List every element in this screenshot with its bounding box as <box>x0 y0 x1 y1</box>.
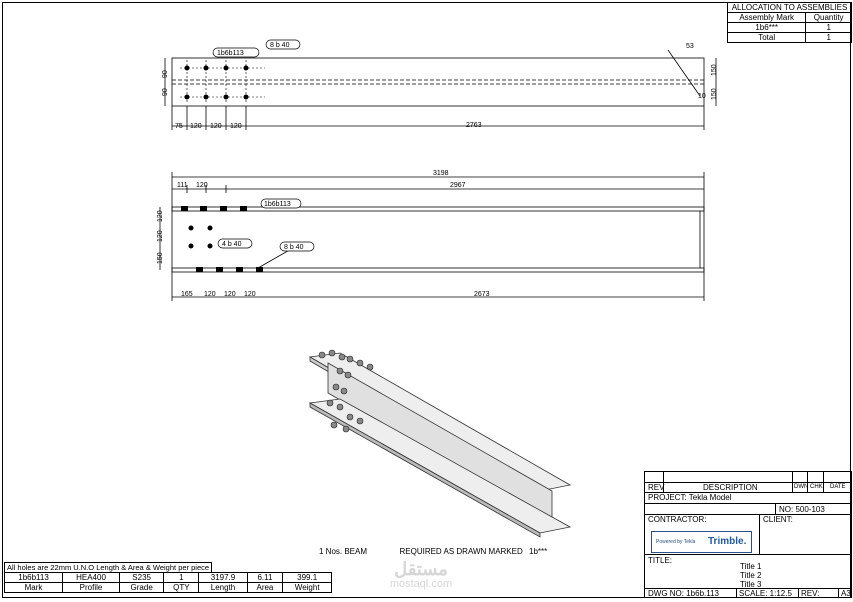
title-1: Title 1 <box>740 562 762 571</box>
top-view-drawing: 1b6b113 8 b 40 75 120 120 120 2763 53 10… <box>162 39 718 130</box>
side-bolt-tag <box>217 238 253 249</box>
dim-111: 111 <box>177 182 188 189</box>
title-2: Title 2 <box>740 571 762 580</box>
header-profile: Profile <box>62 582 120 593</box>
dim-120c: 120 <box>230 123 242 130</box>
bottom-flange <box>171 267 705 273</box>
rev-col-chk: CHK <box>810 484 823 490</box>
side-tag-bolt: 4 b 40 <box>222 241 242 248</box>
scale: SCALE: 1:12.5 <box>739 589 792 598</box>
title-label: TITLE: <box>648 556 673 565</box>
part-qty: 1 <box>163 572 200 583</box>
rev-col-desc: DESCRIPTION <box>703 483 758 492</box>
dim-left-90b: 90 <box>162 88 169 96</box>
allocation-total-label: Total <box>726 32 807 43</box>
client-label: CLIENT: <box>763 515 793 524</box>
title-block: REV DESCRIPTION DWN CHK DATE PROJECT: Te… <box>644 471 852 598</box>
dim-left-120a: 120 <box>157 210 164 222</box>
tag-part-text: 1b6b113 <box>217 50 244 57</box>
isometric-beam-view <box>308 349 572 538</box>
side-tag-part: 1b6b113 <box>264 201 291 208</box>
part-area: 6.11 <box>246 572 284 583</box>
rev-col-dwn: DWN <box>794 484 809 490</box>
side-bolt-tag2 <box>279 241 315 252</box>
rev-field: REV: <box>801 589 820 598</box>
allocation-total-qty: 1 <box>805 32 852 43</box>
watermark: مستقل mostaql.com <box>366 560 476 590</box>
sheet-size: A3 <box>841 589 851 598</box>
dim-left-120b: 120 <box>157 230 164 242</box>
dim-10: 10 <box>698 93 706 100</box>
watermark-arabic: مستقل <box>394 559 448 579</box>
part-weight: 399.1 <box>282 572 332 583</box>
iso-bolts <box>318 349 374 433</box>
header-mark: Mark <box>3 582 64 593</box>
header-weight: Weight <box>282 582 332 593</box>
iso-web <box>327 362 553 522</box>
parts-table: 1b6b113 HEA400 S235 1 3197.9 6.11 399.1 … <box>3 572 332 593</box>
dim-right-150b: 150 <box>711 88 718 100</box>
project-number: NO: 500-103 <box>779 505 825 514</box>
part-mark: 1b6b113 <box>3 572 64 583</box>
beam-caption: 1 Nos. BEAM REQUIRED AS DRAWN MARKED 1b*… <box>319 547 547 556</box>
dim-right-150a: 150 <box>711 64 718 76</box>
bolt-holes-top <box>184 65 249 100</box>
dim-120-b1: 120 <box>204 291 216 298</box>
header-length: Length <box>198 582 248 593</box>
part-profile: HEA400 <box>62 572 120 583</box>
parts-note-text: All holes are 22mm U.N.O Length & Area &… <box>7 563 210 572</box>
header-grade: Grade <box>118 582 165 593</box>
dim-165: 165 <box>181 291 193 298</box>
part-grade: S235 <box>118 572 165 583</box>
leader-line <box>667 49 701 97</box>
rev-col-rev: REV <box>648 483 665 492</box>
dwg-no: DWG NO: 1b6b.113 <box>648 589 719 598</box>
beam-mark: 1b*** <box>529 547 548 556</box>
project-label: PROJECT: Tekla Model <box>648 493 732 502</box>
dim-left-90a: 90 <box>162 70 169 78</box>
part-length: 3197.9 <box>198 572 248 583</box>
logo-small-text: Powered by Tekla <box>656 539 696 545</box>
dim-120b: 120 <box>210 123 222 130</box>
dim-left-150: 150 <box>157 252 164 264</box>
dim-120a: 120 <box>190 123 202 130</box>
contractor-label: CONTRACTOR: <box>648 515 707 524</box>
dim-53: 53 <box>686 43 694 50</box>
dim-2763: 2763 <box>466 122 482 129</box>
rev-col-date: DATE <box>830 484 846 490</box>
tag-bolt-text: 8 b 40 <box>270 42 290 49</box>
header-area: Area <box>246 582 284 593</box>
watermark-latin: mostaql.com <box>389 578 453 590</box>
logo-brand-text: Trimble. <box>708 536 747 547</box>
dim-120-b2: 120 <box>224 291 236 298</box>
trimble-logo: Powered by Tekla Trimble. <box>651 531 752 553</box>
beam-required: REQUIRED AS DRAWN MARKED <box>399 547 523 556</box>
dim-2967: 2967 <box>450 182 466 189</box>
dim-120-top: 120 <box>196 182 208 189</box>
dim-120-b3: 120 <box>244 291 256 298</box>
title-3: Title 3 <box>740 580 762 589</box>
side-tag-bolt2: 8 b 40 <box>284 244 304 251</box>
dim-3198: 3198 <box>433 170 449 177</box>
bolt-tag <box>265 39 301 50</box>
flange-outline <box>171 57 705 107</box>
top-flange <box>171 206 705 212</box>
side-view-drawing: 3198 111 120 2967 1b6b113 4 b 40 8 b 40 … <box>157 170 705 301</box>
part-mark-tag <box>212 47 260 58</box>
bolt-holes-side <box>181 206 263 272</box>
dim-75: 75 <box>175 123 183 130</box>
header-qty: QTY <box>163 582 200 593</box>
side-part-tag <box>260 198 302 209</box>
beam-qty: 1 Nos. BEAM <box>319 547 368 556</box>
dim-2673: 2673 <box>474 291 490 298</box>
